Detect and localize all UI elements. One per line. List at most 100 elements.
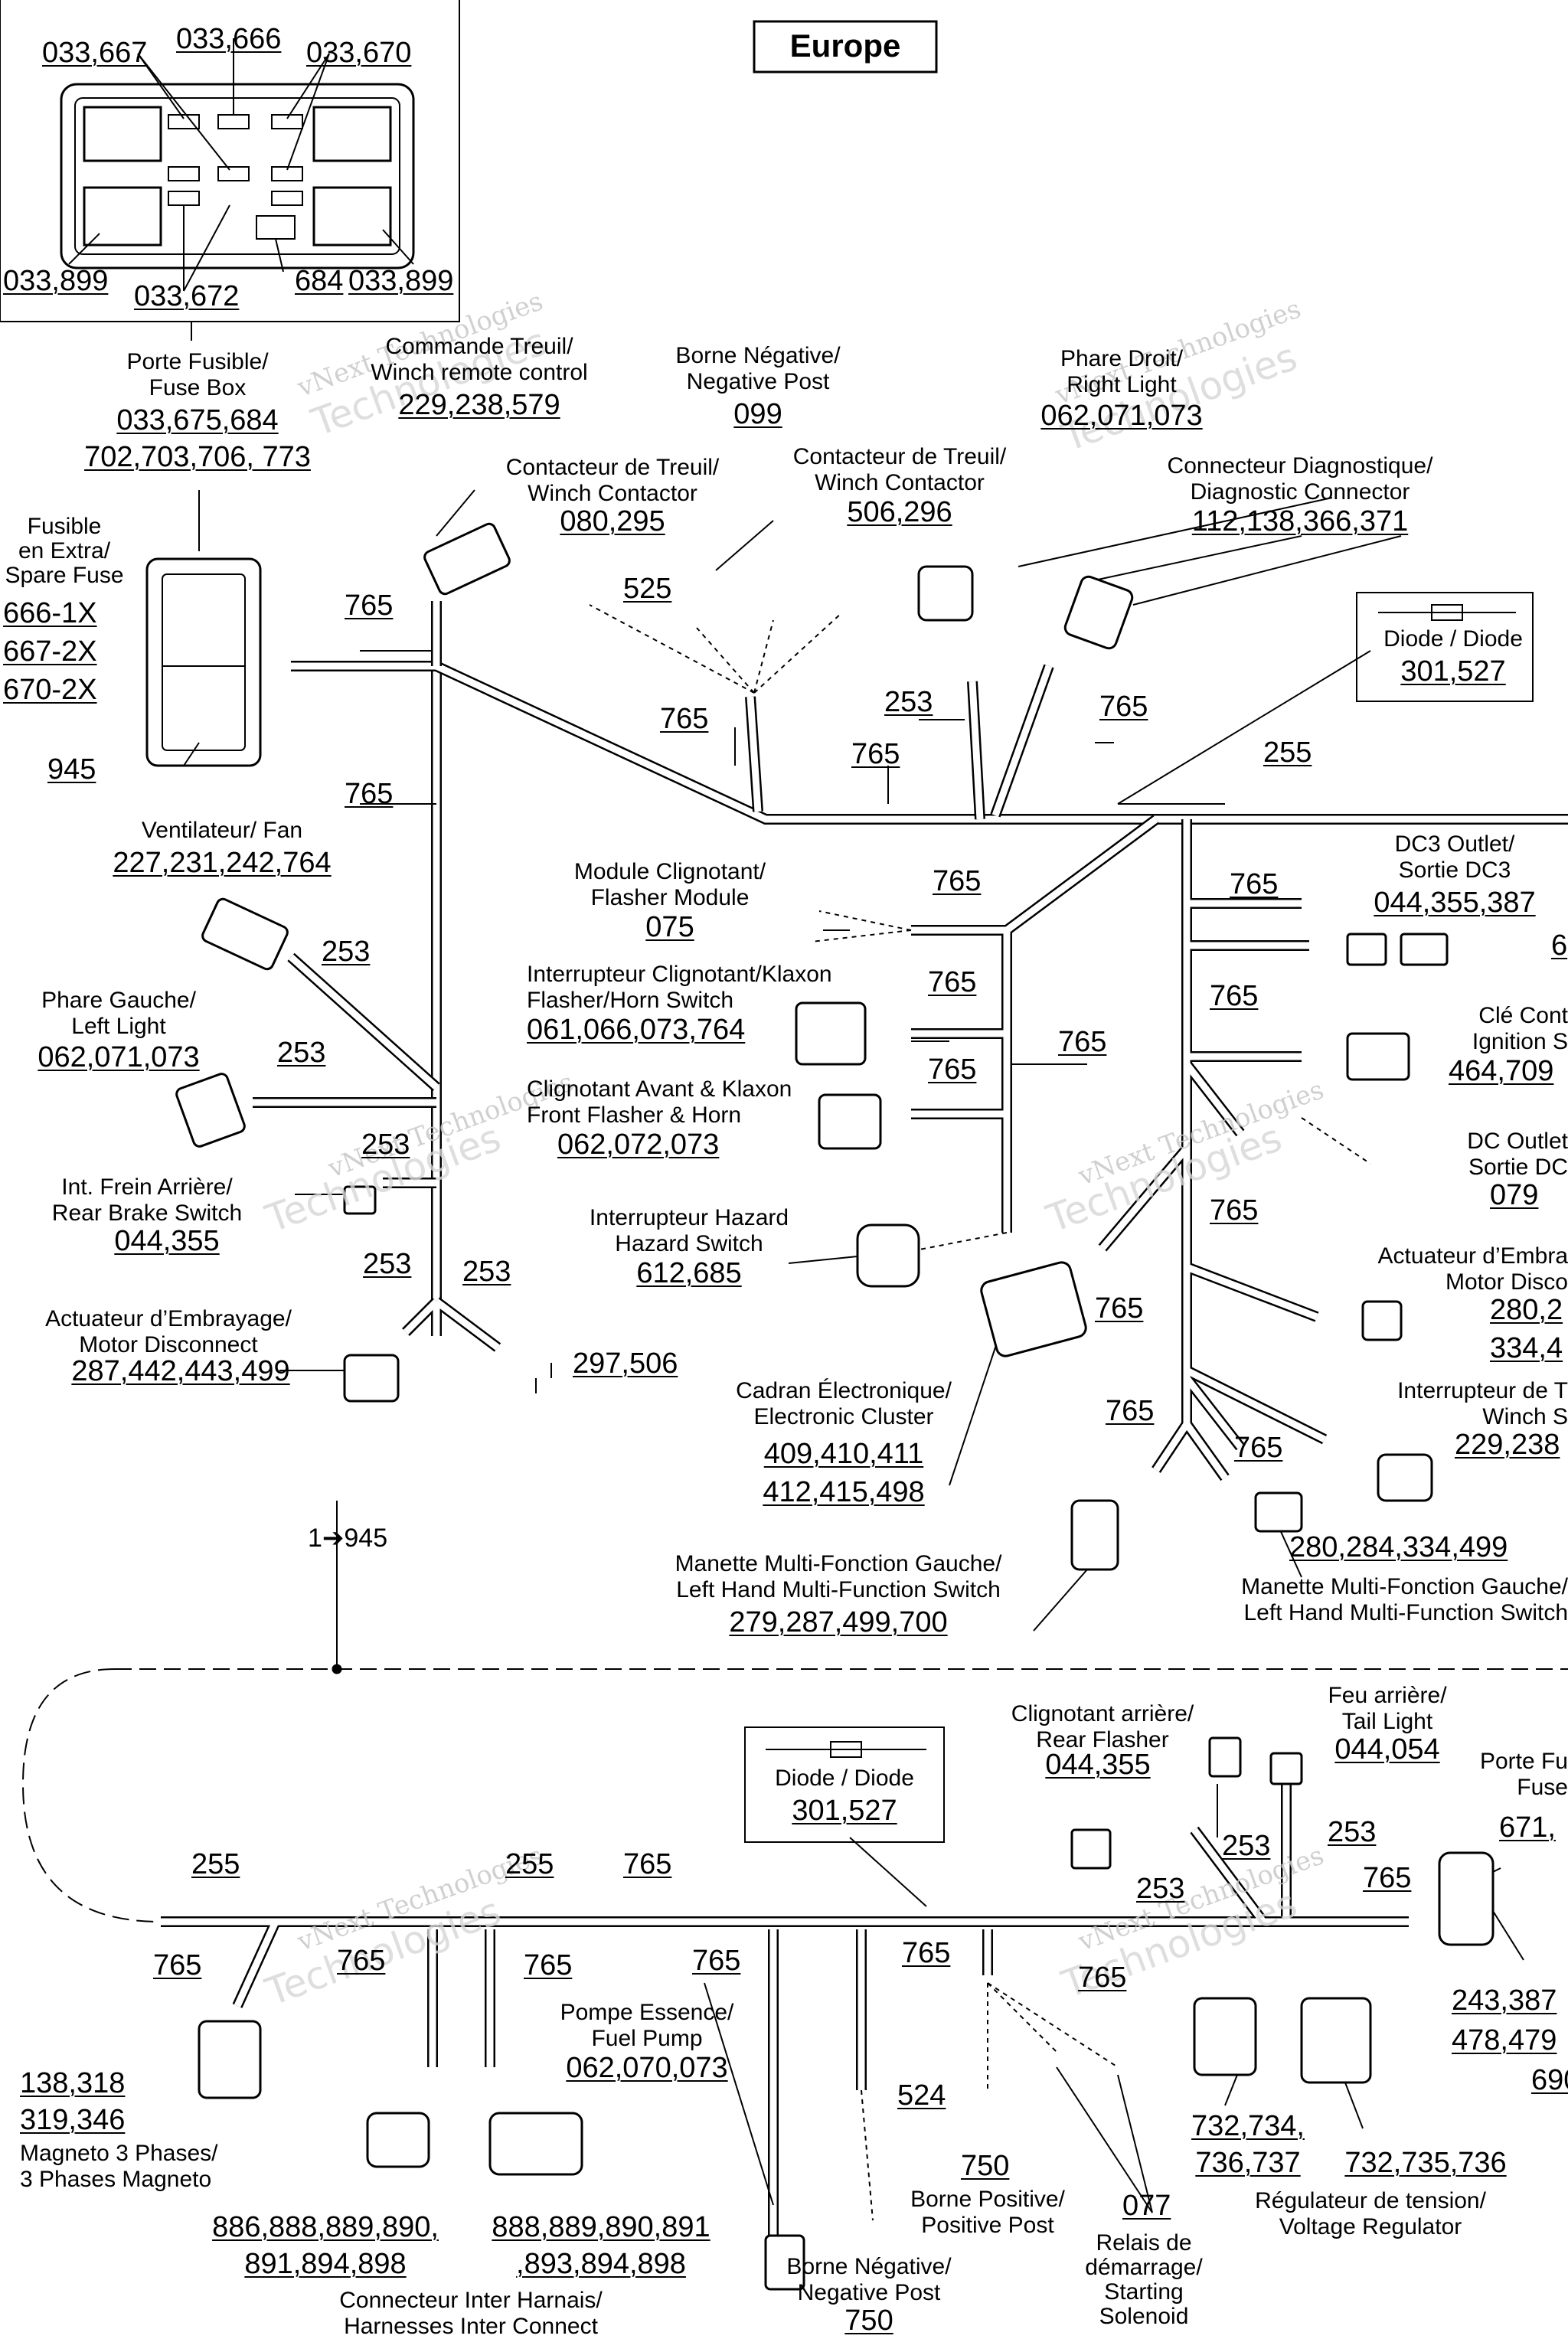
component-ref: 297,506 <box>573 1348 678 1380</box>
wire-label: 765 <box>524 1949 573 1981</box>
wire-label: 765 <box>1106 1395 1155 1427</box>
fuel-pump-ref: 062,070,073 <box>566 2052 728 2084</box>
diagnostic-connector-label: Connecteur Diagnostique/ Diagnostic Conn… <box>1167 453 1433 505</box>
diode-label: Diode / Diode <box>775 1766 914 1791</box>
winch-remote-ref: 229,238,579 <box>398 389 560 421</box>
wire-label: 765 <box>660 703 709 735</box>
motor-disconnect-label: Actuateur d’Embrayage/ Motor Disconnect <box>45 1306 292 1357</box>
rear-ref: 690 <box>1531 2064 1568 2096</box>
regulator-ref: 732,735,736 <box>1344 2147 1507 2179</box>
magneto-label: Magneto 3 Phases/ 3 Phases Magneto <box>20 2141 218 2192</box>
fuse-box-ref: 033,675,684 <box>116 404 279 436</box>
wire-label: 255 <box>191 1848 240 1880</box>
dc-outlet-ref: 079 <box>1490 1179 1539 1211</box>
starting-solenoid-label: Relais de démarrage/ Starting Solenoid <box>1085 2230 1203 2329</box>
wire-label: 765 <box>851 738 900 770</box>
wire-label: 765 <box>345 778 394 810</box>
rear-fuse-box-ref: 671, <box>1499 1811 1556 1844</box>
fuse-box-ref: 702,703,706, 773 <box>84 441 311 473</box>
wire-label: 765 <box>1210 1194 1259 1227</box>
wire-label: 253 <box>1328 1816 1377 1848</box>
left-light-ref: 062,071,073 <box>38 1041 200 1073</box>
wire-label: 765 <box>902 1937 951 1969</box>
wire-label: 765 <box>1095 1292 1144 1325</box>
right-light-label: Phare Droit/ Right Light <box>1060 346 1184 397</box>
dc-outlet-label: DC Outlet Sortie DC <box>1467 1129 1568 1180</box>
positive-post-label: Borne Positive/ Positive Post <box>910 2187 1065 2238</box>
wire-label: 765 <box>692 1945 741 1977</box>
wire-label: 253 <box>884 686 933 718</box>
wire-label: 765 <box>345 590 394 622</box>
flasher-horn-switch-ref: 061,066,073,764 <box>527 1014 746 1046</box>
right-light-ref: 062,071,073 <box>1040 400 1203 432</box>
wire-label: 765 <box>1234 1432 1283 1464</box>
diode-ref: 301,527 <box>792 1795 897 1827</box>
wire-label: 253 <box>277 1037 326 1069</box>
fuse-ref: 033,667 <box>42 37 148 69</box>
spare-fuse-ref: 945 <box>47 753 96 786</box>
regulator-label: Régulateur de tension/ Voltage Regulator <box>1255 2188 1486 2239</box>
diode-label: Diode / Diode <box>1383 626 1523 652</box>
continuation-ref: 1➔945 <box>308 1524 388 1553</box>
lh-switch-ref: 280,284,334,499 <box>1289 1531 1508 1563</box>
negative-post-label: Borne Négative/ Negative Post <box>786 2254 952 2305</box>
wire-label: 765 <box>928 1054 977 1086</box>
positive-post-ref: 750 <box>961 2150 1010 2182</box>
wire-label: 765 <box>1363 1862 1412 1894</box>
winch-contactor-label: Contacteur de Treuil/ Winch Contactor <box>505 455 720 506</box>
magneto-ref: 138,318 <box>20 2067 126 2099</box>
wire-label: 765 <box>623 1848 672 1880</box>
diagnostic-connector-ref: 112,138,366,371 <box>1191 505 1409 537</box>
wire-label: 765 <box>933 865 982 897</box>
rear-fuse-box-label: Porte Fu Fuse <box>1479 1749 1568 1800</box>
inter-harness-label: Connecteur Inter Harnais/ Harnesses Inte… <box>339 2288 603 2339</box>
fuse-box-label: Porte Fusible/ Fuse Box <box>126 349 269 400</box>
wire-label: 253 <box>363 1248 412 1280</box>
inter-harness-ref: 888,889,890,891 <box>492 2211 710 2243</box>
tail-light-label: Feu arrière/ Tail Light <box>1328 1683 1447 1734</box>
starting-solenoid-ref: 077 <box>1122 2190 1171 2222</box>
motor-disconnect-ref: 287,442,443,499 <box>71 1355 290 1387</box>
dc3-outlet-ref: 044,355,387 <box>1374 887 1536 919</box>
ignition-ref: 464,709 <box>1449 1055 1554 1087</box>
wire-label: 253 <box>361 1129 410 1161</box>
rear-brake-switch-ref: 044,355 <box>114 1225 220 1257</box>
wire-label: 765 <box>928 966 977 998</box>
spare-fuse-label: Fusible en Extra/ Spare Fuse <box>5 514 124 588</box>
inter-harness-ref: ,893,894,898 <box>516 2248 686 2280</box>
wire-label: 765 <box>153 1949 202 1981</box>
spare-fuse-ref: 670-2X <box>3 674 97 706</box>
wire-label: 255 <box>1263 737 1312 769</box>
inter-harness-ref: 886,888,889,890, <box>212 2211 439 2243</box>
winch-switch-ref: 229,238 <box>1455 1429 1560 1461</box>
wire-label: 255 <box>505 1848 554 1880</box>
spare-fuse-ref: 666-1X <box>3 597 97 629</box>
winch-contactor-ref: 506,296 <box>847 496 952 528</box>
lh-switch-label: Manette Multi-Fonction Gauche/ Left Hand… <box>1241 1574 1568 1625</box>
ignition-label: Clé Cont Ignition S <box>1472 1003 1568 1054</box>
wire-label: 765 <box>1078 1962 1127 1994</box>
magneto-ref: 319,346 <box>20 2104 126 2136</box>
page-title: Europe <box>789 28 901 64</box>
hazard-switch-ref: 612,685 <box>636 1257 742 1289</box>
negative-post-label: Borne Négative/ Negative Post <box>675 343 841 394</box>
inter-harness-ref: 891,894,898 <box>244 2248 407 2280</box>
wire-label: 253 <box>1136 1873 1185 1905</box>
front-flasher-horn-ref: 062,072,073 <box>557 1129 720 1161</box>
fuse-ref: 033,670 <box>306 37 412 69</box>
wire-label: 765 <box>337 1945 386 1977</box>
regulator-ref: 732,734, <box>1191 2110 1305 2142</box>
diode-ref: 301,527 <box>1400 655 1506 688</box>
negative-post-ref: 750 <box>844 2305 893 2337</box>
rear-brake-switch-label: Int. Frein Arrière/ Rear Brake Switch <box>51 1174 243 1226</box>
spare-fuse-ref: 667-2X <box>3 635 97 668</box>
winch-contactor-label: Contacteur de Treuil/ Winch Contactor <box>792 444 1007 495</box>
wire-label: 765 <box>1230 868 1279 900</box>
regulator-ref: 736,737 <box>1195 2147 1301 2179</box>
winch-switch-label: Interrupteur de T Winch S <box>1397 1378 1568 1429</box>
motor-disconnect-ref: 280,2 <box>1490 1294 1563 1326</box>
fuse-ref: 033,899 <box>3 265 109 297</box>
lh-switch-label: Manette Multi-Fonction Gauche/ Left Hand… <box>675 1551 1002 1602</box>
wire-label: 253 <box>322 936 371 968</box>
